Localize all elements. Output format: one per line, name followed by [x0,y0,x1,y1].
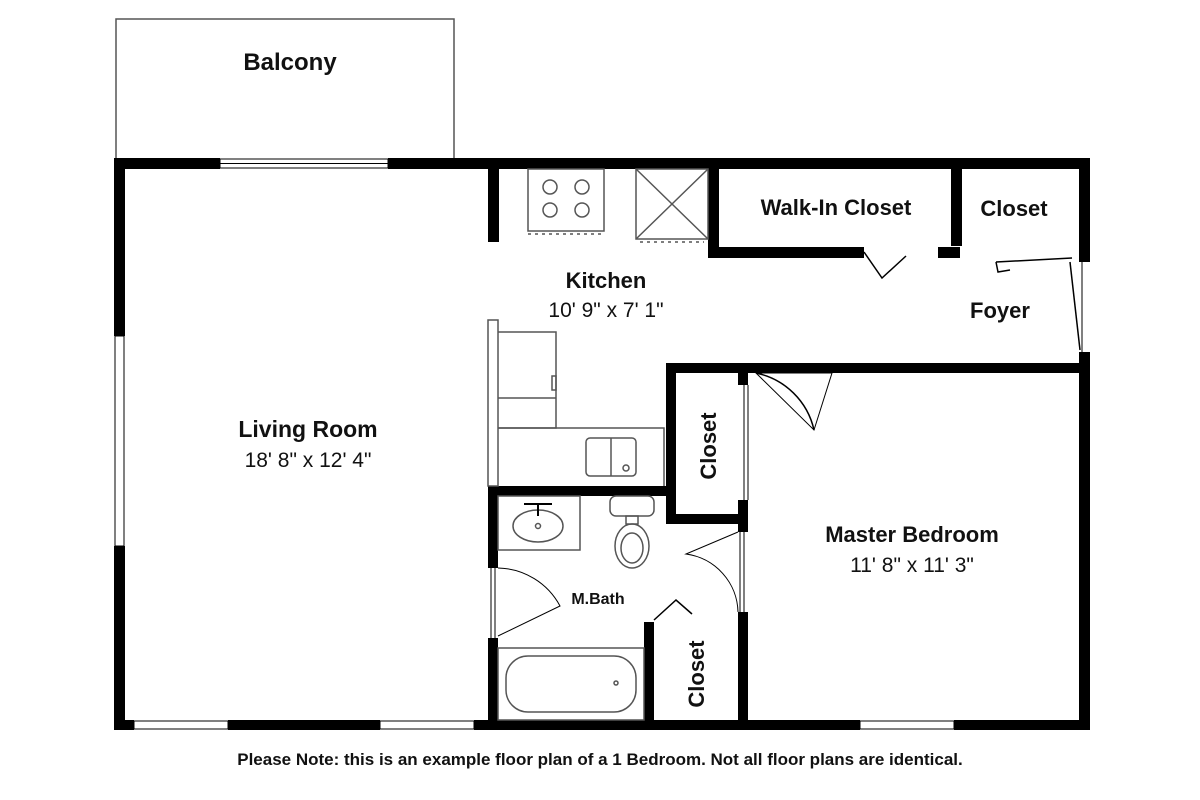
master-bedroom-label: Master Bedroom [825,522,999,547]
toilet-icon [609,495,655,569]
balcony-label: Balcony [243,49,337,76]
exterior-walls [114,158,1090,730]
master-bedroom-size: 11' 8" x 11' 3" [850,554,974,577]
bath-label: M.Bath [571,591,624,608]
stove-icon [527,168,605,235]
kitchen-label: Kitchen [566,268,647,293]
kitchen-counter [487,319,665,487]
living-room-size: 18' 8" x 12' 4" [245,449,372,472]
windows [114,158,955,730]
walk-in-closet-label: Walk-In Closet [761,195,912,220]
balcony-outline [115,18,455,160]
foyer-label: Foyer [970,298,1030,323]
bath-closet-label: Closet [684,640,709,708]
kitchen-sink-icon [585,437,637,477]
interior-walls [488,166,1090,730]
living-room-label: Living Room [238,416,377,442]
doors [490,251,1083,638]
bathtub-icon [497,647,645,721]
footer-note: Please Note: this is an example floor pl… [237,750,963,769]
entry-closet-label: Closet [980,196,1048,221]
hall-closet-label: Closet [696,412,721,480]
refrigerator-icon [635,168,709,243]
bathroom-sink-icon [497,495,581,551]
kitchen-size: 10' 9" x 7' 1" [548,299,663,322]
